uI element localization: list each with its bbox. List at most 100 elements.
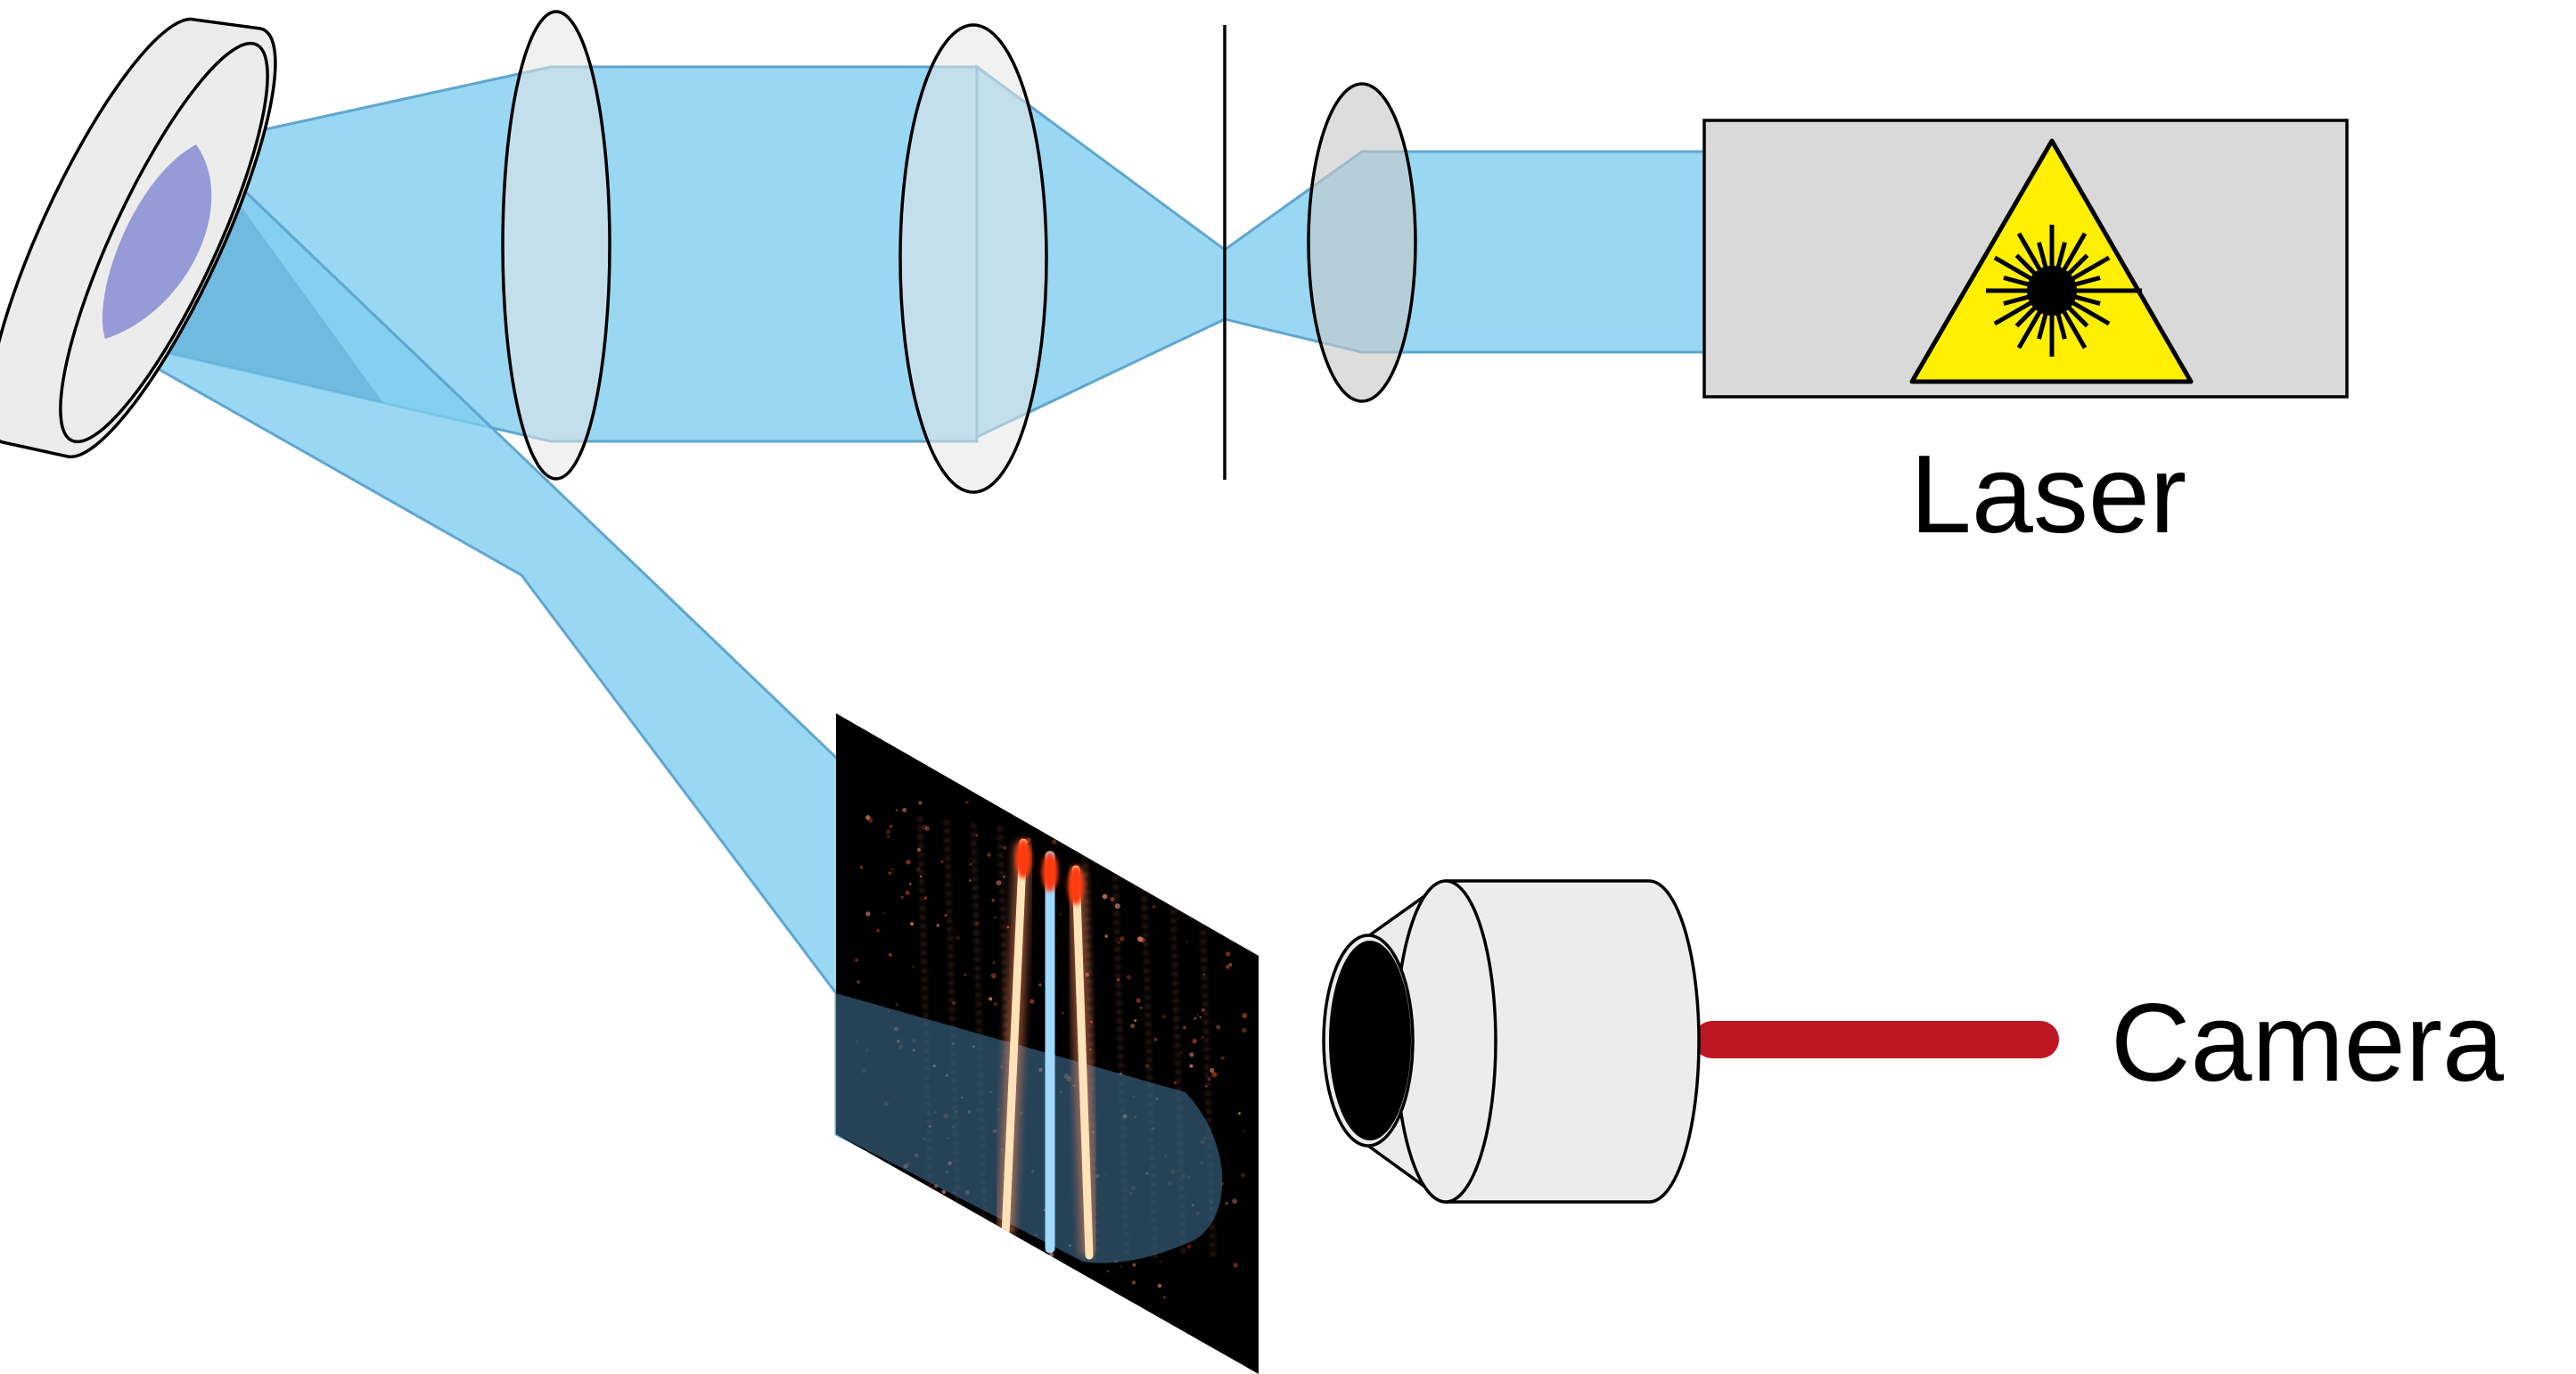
speckle-dot [1110, 897, 1115, 902]
speckle-dot [1153, 1037, 1158, 1041]
speckle-dot [1181, 892, 1185, 894]
speckle-dot [1192, 1039, 1197, 1044]
speckle-dot [944, 1215, 948, 1219]
camera [1322, 879, 2059, 1204]
speckle-dot [940, 860, 944, 863]
speckle-dot [944, 913, 948, 917]
laser-burst-ray [2055, 242, 2067, 273]
speckle-dot [1210, 1067, 1215, 1074]
speckle-dot [1225, 965, 1230, 969]
laser-burst-ray [2067, 255, 2111, 284]
speckle-dot [1136, 998, 1141, 1003]
speckle-dot [1223, 876, 1226, 880]
speckle-dot [1202, 973, 1206, 976]
speckle-dot [1120, 1265, 1123, 1268]
speckle-dot [969, 863, 972, 866]
speckle-dot [989, 997, 993, 1001]
laser-burst-ray [2037, 242, 2049, 273]
speckle-dot [1231, 852, 1235, 857]
speckle-dot [919, 875, 923, 878]
speckle-dot [960, 1280, 964, 1284]
speckle-dot [926, 1220, 930, 1223]
camera-aperture [1329, 941, 1411, 1140]
speckle-dot [1233, 804, 1236, 809]
speckle-dot [1152, 905, 1156, 909]
speckle-dot [1106, 1270, 1110, 1273]
speckle-dot [882, 911, 885, 915]
laser-burst-ray [1993, 255, 2037, 284]
speckle-dot [1225, 951, 1231, 957]
speckle-dot [855, 959, 858, 962]
laser-burst-ray [2063, 253, 2089, 279]
faint-fringe [945, 820, 961, 1258]
speckle-dot [1199, 1016, 1202, 1018]
speckle-dot [1186, 1244, 1192, 1249]
laser-label: Laser [1910, 433, 2186, 556]
observation-screen [836, 713, 1259, 1374]
speckle-dot [1164, 808, 1169, 813]
speckle-dot [1139, 1006, 1143, 1009]
speckle-dot [992, 961, 996, 964]
camera-body [1444, 879, 1701, 1204]
speckle-dot [887, 835, 890, 838]
laser-burst-ray [2003, 276, 2034, 288]
speckle-dot [1118, 942, 1120, 944]
speckle-dot [987, 852, 991, 858]
speckle-dot [895, 1003, 898, 1007]
speckle-dot [1089, 854, 1092, 857]
speckle-dot [1196, 1013, 1199, 1016]
speckle-dot [1240, 934, 1243, 936]
speckle-dot [980, 1258, 983, 1262]
speckle-dot [1189, 1064, 1194, 1068]
speckle-dot [969, 879, 972, 882]
speckle-dot [993, 1001, 998, 1007]
speckle-dot [1030, 999, 1035, 1004]
speckle-dot [984, 1264, 989, 1269]
collimating-lens-1 [501, 10, 611, 481]
speckle-dot [1034, 810, 1040, 815]
speckle-dot [1006, 926, 1010, 929]
speckle-dot [1112, 838, 1115, 841]
mirror-beam-spot [102, 144, 212, 339]
speckle-dot [1201, 1036, 1204, 1040]
laser-burst-ray [2016, 306, 2045, 350]
speckle-dot [1240, 1172, 1246, 1178]
speckle-dot [996, 880, 1002, 886]
speckle-dot [1201, 1008, 1205, 1012]
speckle-dot [865, 815, 871, 820]
speckle-dot [905, 890, 910, 895]
speckle-dot [952, 1001, 956, 1006]
speckle-dot [1207, 1077, 1211, 1082]
laser-burst-ray [2070, 276, 2101, 288]
speckle-dot [1114, 903, 1120, 909]
beam-laser-output [1223, 150, 1706, 354]
speckle-dot [1062, 1011, 1064, 1015]
speckle-dot [1174, 856, 1177, 860]
speckle-dot [1002, 875, 1006, 878]
speckle-dot [1242, 1013, 1248, 1019]
speckle-dot [889, 824, 893, 828]
laser-burst-ray [2059, 232, 2088, 276]
speckle-dot [1242, 1027, 1247, 1033]
speckle-dot [1111, 805, 1113, 808]
speckle-dot [915, 867, 922, 872]
speckle-dot [1189, 1052, 1194, 1057]
speckle-dot [867, 817, 874, 823]
faint-fringe [918, 818, 934, 1258]
speckle-dot [1216, 1024, 1221, 1030]
speckle-dot [974, 921, 979, 926]
speckle-dot [908, 1176, 913, 1180]
focusing-lens [1307, 82, 1417, 403]
speckle-dot [993, 916, 997, 919]
speckle-dot [888, 871, 892, 875]
speckle-dot [1089, 814, 1094, 819]
laser-burst-ray [2063, 302, 2089, 328]
speckle-dot [941, 1189, 947, 1195]
speckle-dot [1232, 1198, 1237, 1205]
speckle-dot [1005, 1252, 1010, 1257]
speckle-dot [956, 936, 960, 940]
speckle-dot [1052, 839, 1057, 844]
speckle-dot [876, 928, 880, 933]
speckle-dot [856, 980, 861, 984]
